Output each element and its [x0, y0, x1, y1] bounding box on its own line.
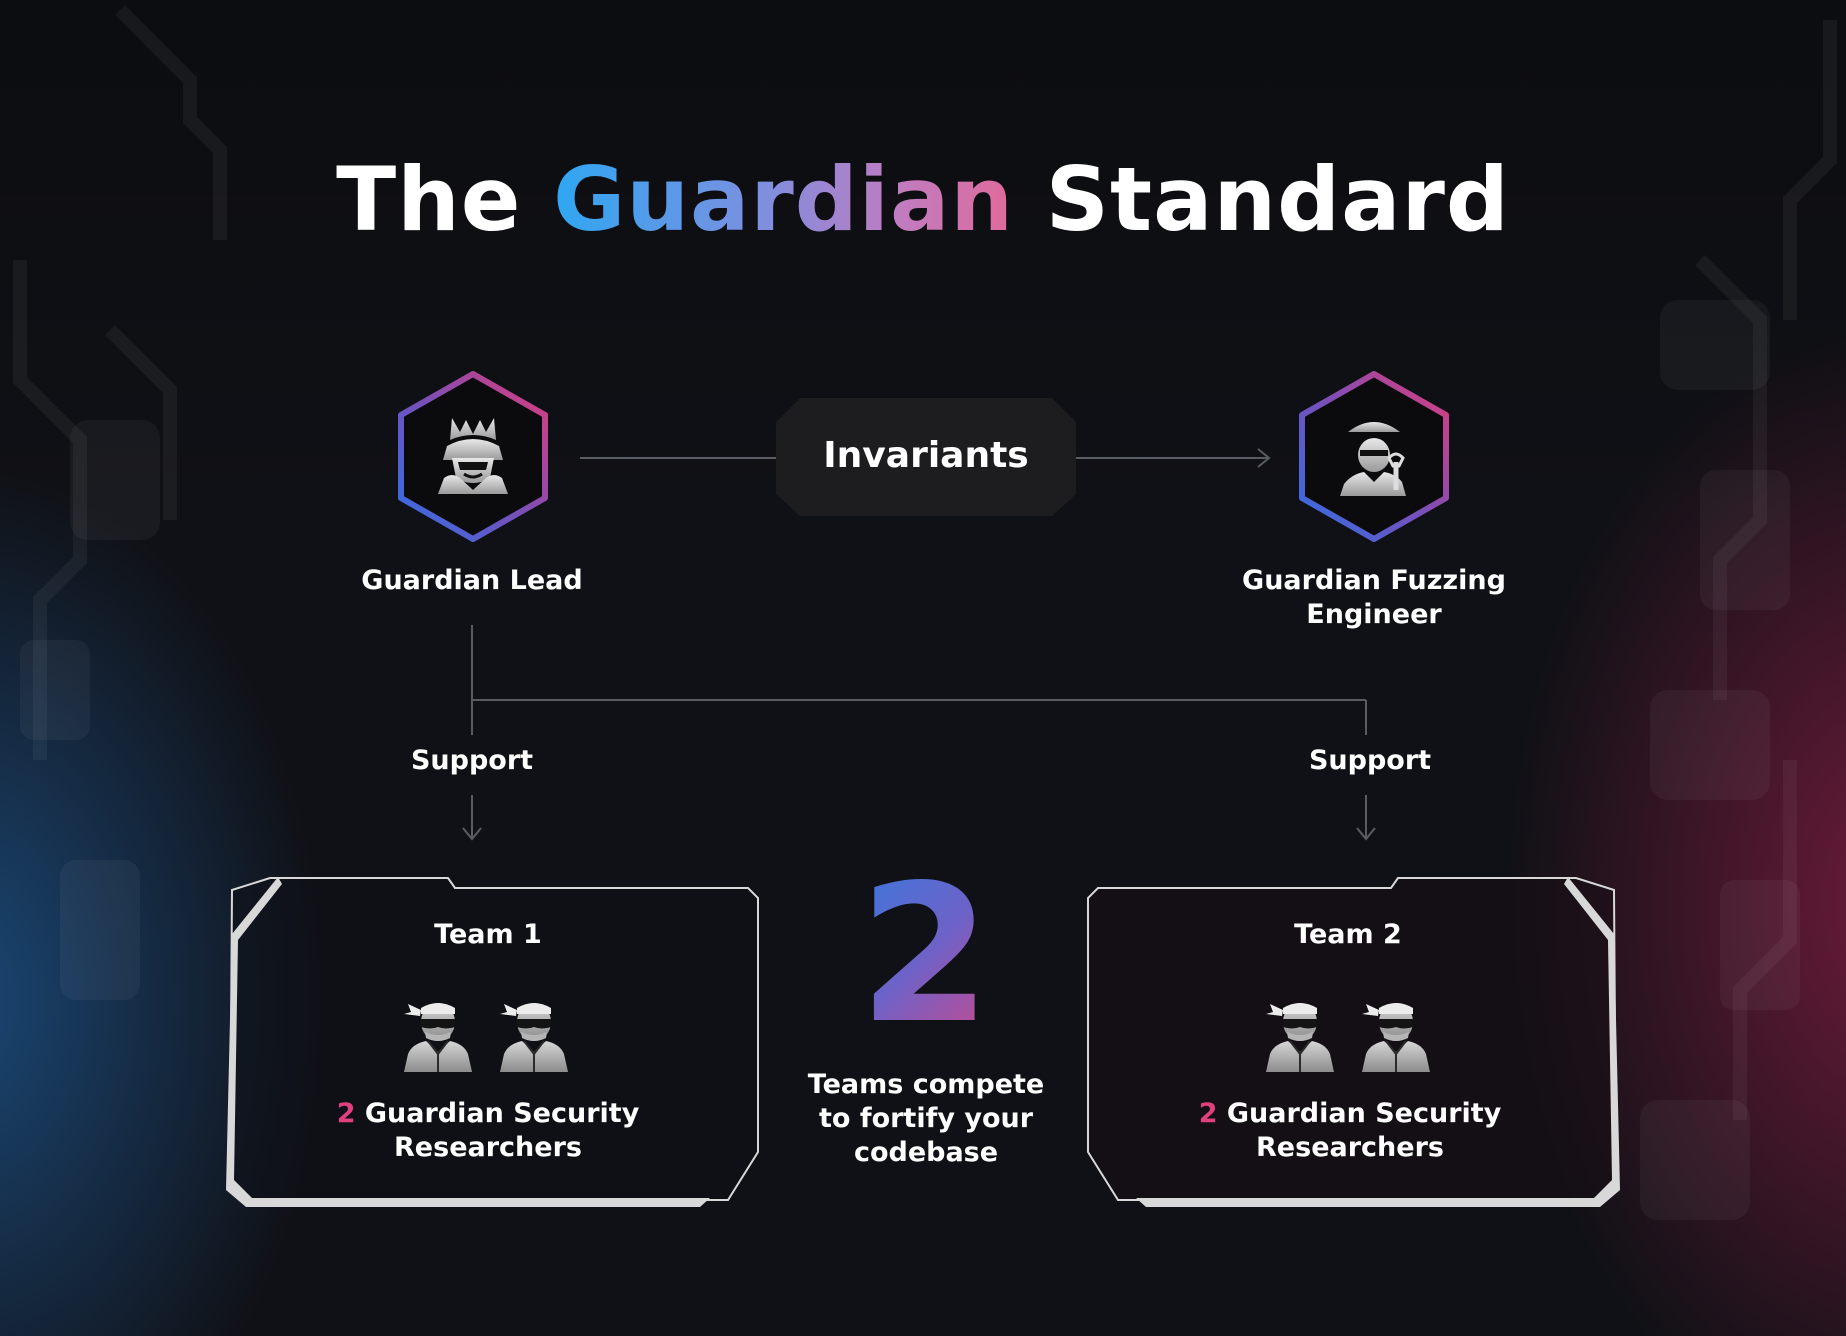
engineer-label-line2: Engineer — [1306, 599, 1442, 630]
engineer-label: Guardian Fuzzing Engineer — [1224, 564, 1524, 632]
support-label-right: Support — [1308, 745, 1432, 776]
teams-compete-text: Teams compete to fortify your codebase — [776, 1068, 1076, 1170]
page-title: The Guardian Standard — [0, 140, 1846, 260]
team-1-role-line1: Guardian Security — [364, 1098, 640, 1129]
team-2-title: Team 2 — [1294, 919, 1402, 950]
engineer-label-line1: Guardian Fuzzing — [1242, 565, 1506, 596]
lead-to-engineer-arrow — [580, 448, 1271, 468]
invariants-box — [776, 398, 1076, 516]
team-2-count: 2 — [1198, 1098, 1218, 1129]
title-prefix: The — [336, 148, 522, 251]
team-2-role-line1: Guardian Security — [1226, 1098, 1502, 1129]
team-1-count: 2 — [336, 1098, 356, 1129]
title-accent: Guardian — [553, 148, 1014, 251]
title-suffix: Standard — [1045, 148, 1510, 251]
invariants-label: Invariants — [823, 435, 1029, 476]
straw-hat-engineer-icon — [1340, 422, 1406, 496]
team-1-frame — [226, 877, 759, 1207]
teams-compete-line3: codebase — [853, 1137, 999, 1168]
team-2-role-line2: Researchers — [1256, 1132, 1444, 1163]
team-1-role-line2: Researchers — [394, 1132, 582, 1163]
samurai-helmet-icon — [438, 418, 508, 494]
support-connectors — [462, 625, 1376, 841]
teams-compete-line2: to fortify your — [818, 1103, 1034, 1134]
team-1-title: Team 1 — [434, 919, 542, 950]
team-2-frame — [1087, 877, 1620, 1207]
teams-count-number: 2 — [830, 855, 1020, 1055]
teams-compete-line1: Teams compete — [807, 1069, 1045, 1100]
team-2-description: 2 Guardian Security Researchers — [1180, 1097, 1520, 1165]
support-label-left: Support — [410, 745, 534, 776]
lead-label: Guardian Lead — [361, 565, 583, 596]
team-1-description: 2 Guardian Security Researchers — [318, 1097, 658, 1165]
